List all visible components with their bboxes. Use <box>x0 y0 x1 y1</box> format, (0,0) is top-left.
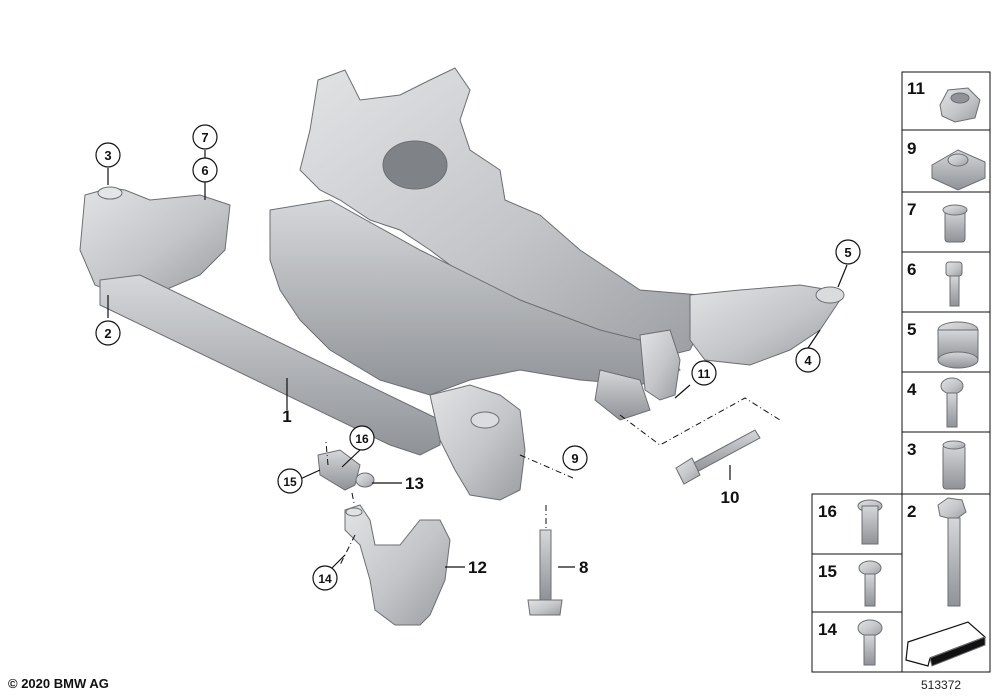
legend-thread-insert-5 <box>937 321 979 369</box>
svg-text:3: 3 <box>104 148 111 163</box>
callout-4: 4 <box>795 347 821 373</box>
callouts: 1 2 3 7 6 5 4 11 16 <box>95 124 861 591</box>
callout-8: 8 <box>579 558 588 577</box>
diagram-id: 513372 <box>921 678 962 692</box>
legend-label-2: 2 <box>907 502 916 521</box>
bolt-8 <box>527 529 563 616</box>
leader-lines <box>107 150 848 571</box>
legend-numbers: 11 9 7 6 5 4 3 2 16 15 14 <box>818 79 925 639</box>
svg-text:11: 11 <box>698 367 711 381</box>
legend-label-14: 14 <box>818 620 837 639</box>
legend-cell-6 <box>901 251 991 313</box>
legend-label-9: 9 <box>907 139 916 158</box>
svg-text:16: 16 <box>355 432 369 446</box>
svg-text:5: 5 <box>844 245 851 260</box>
legend-bushing-16 <box>857 499 883 545</box>
subframe-illustration <box>79 67 845 501</box>
legend-cell-14 <box>811 611 903 673</box>
legend-screw-6 <box>945 261 963 307</box>
legend-label-15: 15 <box>818 562 837 581</box>
svg-text:14: 14 <box>318 572 332 586</box>
legend-label-11: 11 <box>907 79 925 98</box>
copyright-notice: © 2020 BMW AG <box>8 676 109 691</box>
legend-bolt-4 <box>940 377 964 428</box>
legend-label-7: 7 <box>907 200 916 219</box>
direction-arrow-icon <box>905 621 987 667</box>
svg-text:6: 6 <box>201 163 208 178</box>
legend-label-5: 5 <box>907 320 916 339</box>
legend-label-6: 6 <box>907 260 916 279</box>
callout-11: 11 <box>691 360 717 386</box>
callout-13: 13 <box>405 474 424 493</box>
legend-rivet-nut-7 <box>942 204 968 243</box>
callout-10: 10 <box>721 488 740 507</box>
legend-label-16: 16 <box>818 502 837 521</box>
legend-cell-15 <box>811 553 903 613</box>
bracket-12 <box>344 504 451 626</box>
svg-text:15: 15 <box>283 475 297 489</box>
callout-15: 15 <box>277 468 303 494</box>
legend-screw-15 <box>858 560 882 607</box>
legend-label-3: 3 <box>907 440 916 459</box>
callout-5: 5 <box>835 239 861 265</box>
callout-12: 12 <box>468 558 487 577</box>
legend-bolt-2 <box>937 497 967 607</box>
callout-7: 7 <box>192 124 218 150</box>
dashed-guides <box>325 397 781 566</box>
legend-cage-nut-9 <box>931 149 986 191</box>
legend-parts <box>857 87 987 667</box>
callout-9: 9 <box>562 445 588 471</box>
legend-screw-14 <box>857 619 883 666</box>
callout-2: 2 <box>95 320 121 346</box>
bracket-13 <box>317 449 375 491</box>
legend-cell-16 <box>811 493 903 555</box>
callout-16: 16 <box>349 425 375 451</box>
legend-label-4: 4 <box>907 380 917 399</box>
svg-text:2: 2 <box>104 326 111 341</box>
callout-3: 3 <box>95 142 121 168</box>
svg-text:7: 7 <box>201 130 208 145</box>
legend-insert-3 <box>942 440 966 490</box>
callout-6: 6 <box>192 157 218 183</box>
legend-nut-11 <box>939 87 981 123</box>
svg-text:4: 4 <box>804 353 812 368</box>
callout-1: 1 <box>282 407 291 426</box>
bolt-10 <box>675 429 761 485</box>
svg-text:9: 9 <box>571 451 578 466</box>
callout-14: 14 <box>312 565 338 591</box>
